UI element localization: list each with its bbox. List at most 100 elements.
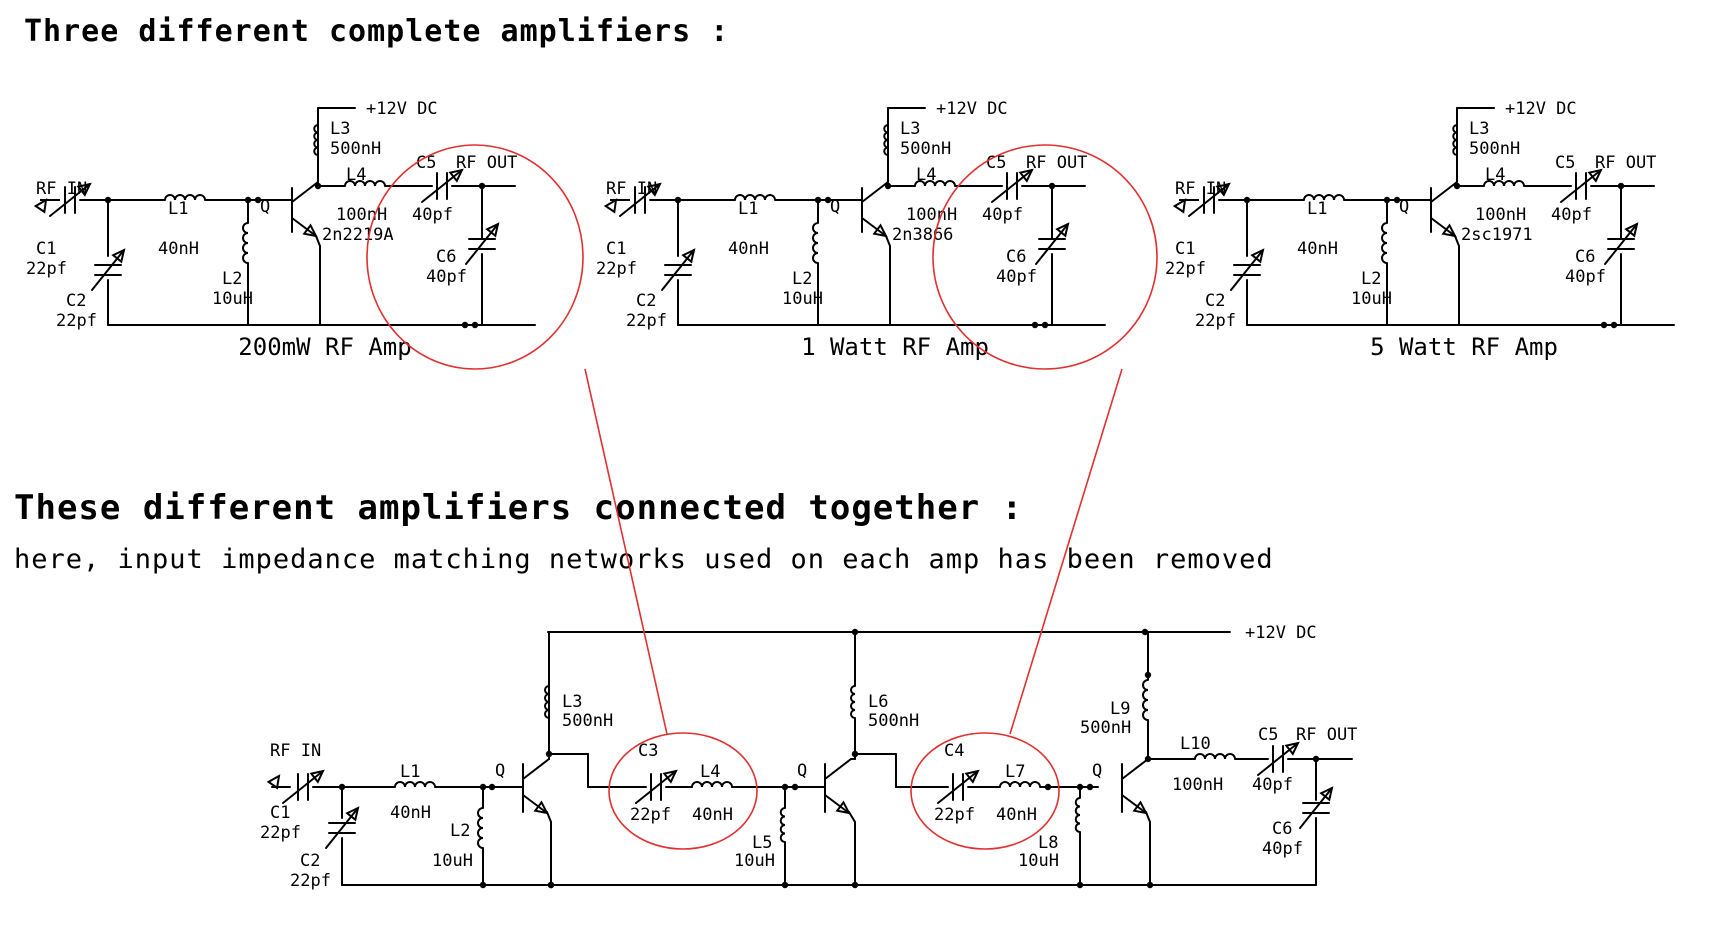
junction-dot: [1600, 321, 1608, 329]
arrow-head: [309, 769, 325, 784]
npn-transistor: [1121, 758, 1149, 815]
junction-dot: [1076, 881, 1084, 889]
wire: [991, 169, 1033, 203]
l1-value: 40nH: [1297, 239, 1338, 259]
inductor-coil: [691, 781, 733, 788]
arrow-head: [662, 769, 678, 784]
supply-label: +12V DC: [936, 99, 1008, 119]
l3-label: L3: [330, 119, 350, 139]
l4-label: L4: [1485, 165, 1505, 185]
c2-value: 22pf: [1195, 311, 1236, 331]
q3-label: Q: [1092, 761, 1102, 781]
inductor-coil: [544, 685, 550, 719]
wire: [315, 235, 321, 247]
c6-label: C6: [436, 247, 456, 267]
l1-value: 40nH: [390, 803, 431, 823]
l2-label: L2: [450, 821, 470, 841]
wire: [1430, 217, 1456, 237]
transistor-part-label: 2n2219A: [322, 225, 394, 245]
wire: [91, 249, 125, 291]
arrow-head: [485, 222, 500, 238]
inductor-coil: [883, 124, 889, 156]
arrow-head: [33, 198, 48, 214]
wire: [291, 181, 319, 203]
c2-value: 22pf: [290, 871, 331, 891]
amp-caption: 5 Watt RF Amp: [1370, 333, 1558, 361]
capacitor: [49, 182, 92, 217]
c1-value: 22pf: [596, 259, 637, 279]
amp-stage-1: RF INC122pfC222pfL140nHL210uHQ2n2219A+12…: [26, 99, 536, 361]
highlight-connector-left: [584, 368, 668, 735]
capacitor: [1560, 168, 1603, 203]
npn-transistor: [861, 181, 889, 238]
c5-label: C5: [1555, 153, 1575, 173]
l2-value: 10uH: [782, 289, 823, 309]
amp-caption: 1 Watt RF Amp: [801, 333, 989, 361]
arrow-head: [1284, 741, 1300, 756]
arrow-head: [1055, 222, 1070, 238]
capacitor: [1299, 786, 1334, 829]
l10-value: 100nH: [1172, 775, 1223, 795]
wire: [1121, 758, 1149, 780]
junction-dot: [851, 881, 859, 889]
inductor-coil: [1381, 222, 1388, 264]
inductor-coil: [1194, 753, 1236, 760]
inductor-coil: [1142, 679, 1149, 721]
c6-label: C6: [1006, 247, 1026, 267]
l4-label: L4: [916, 165, 936, 185]
inductor-coil: [999, 781, 1041, 788]
l1-label: L1: [168, 199, 188, 219]
c1-value: 22pf: [260, 823, 301, 843]
arrow-head: [646, 182, 662, 197]
inductor-coil: [313, 124, 319, 156]
l4-value: 100nH: [906, 205, 957, 225]
highlight-circle-c4-l7: [910, 732, 1060, 850]
arrow-head: [533, 800, 549, 815]
inductor-coil: [477, 807, 484, 849]
l2-label: L2: [792, 269, 812, 289]
npn-transistor: [522, 758, 550, 815]
wire: [1560, 169, 1602, 203]
inductor-coil: [242, 222, 249, 264]
junction-dot: [488, 783, 496, 791]
inductor-coil: [344, 180, 386, 187]
wire: [1454, 235, 1460, 247]
wire: [1230, 249, 1264, 291]
wire: [546, 811, 552, 823]
c2-label: C2: [66, 291, 86, 311]
npn-transistor: [824, 758, 852, 815]
c1-label: C1: [36, 239, 56, 259]
inductor-coil: [1483, 180, 1525, 187]
junction-dot: [791, 783, 799, 791]
junction-dot: [781, 881, 789, 889]
l6-label: L6: [868, 692, 888, 712]
c1-label: C1: [270, 803, 290, 823]
q2-label: Q: [797, 761, 807, 781]
l9-label: L9: [1110, 699, 1130, 719]
wire: [325, 807, 359, 849]
c2-label: C2: [636, 291, 656, 311]
arrow-head: [1624, 222, 1639, 238]
l1-label: L1: [1307, 199, 1327, 219]
l2-value: 10uH: [1351, 289, 1392, 309]
capacitor: [1035, 222, 1070, 265]
wire: [465, 223, 499, 265]
l3-value: 500nH: [1469, 139, 1520, 159]
l3-label: L3: [900, 119, 920, 139]
c1-label: C1: [606, 239, 626, 259]
l4-value: 100nH: [1475, 205, 1526, 225]
l4-value: 40nH: [692, 805, 733, 825]
c6-value: 40pf: [996, 267, 1037, 287]
capacitor: [282, 769, 325, 804]
inductor-coil: [1303, 194, 1345, 201]
l2-label: L2: [1361, 269, 1381, 289]
junction-dot: [1086, 783, 1094, 791]
c5-value: 40pf: [412, 205, 453, 225]
inductor-coil: [1452, 124, 1458, 156]
l3-value: 500nH: [330, 139, 381, 159]
c2-value: 22pf: [56, 311, 97, 331]
inductor-coil: [914, 180, 956, 187]
junction-dot: [1141, 628, 1149, 636]
c3-value: 22pf: [630, 805, 671, 825]
junction-dot: [1144, 671, 1152, 679]
